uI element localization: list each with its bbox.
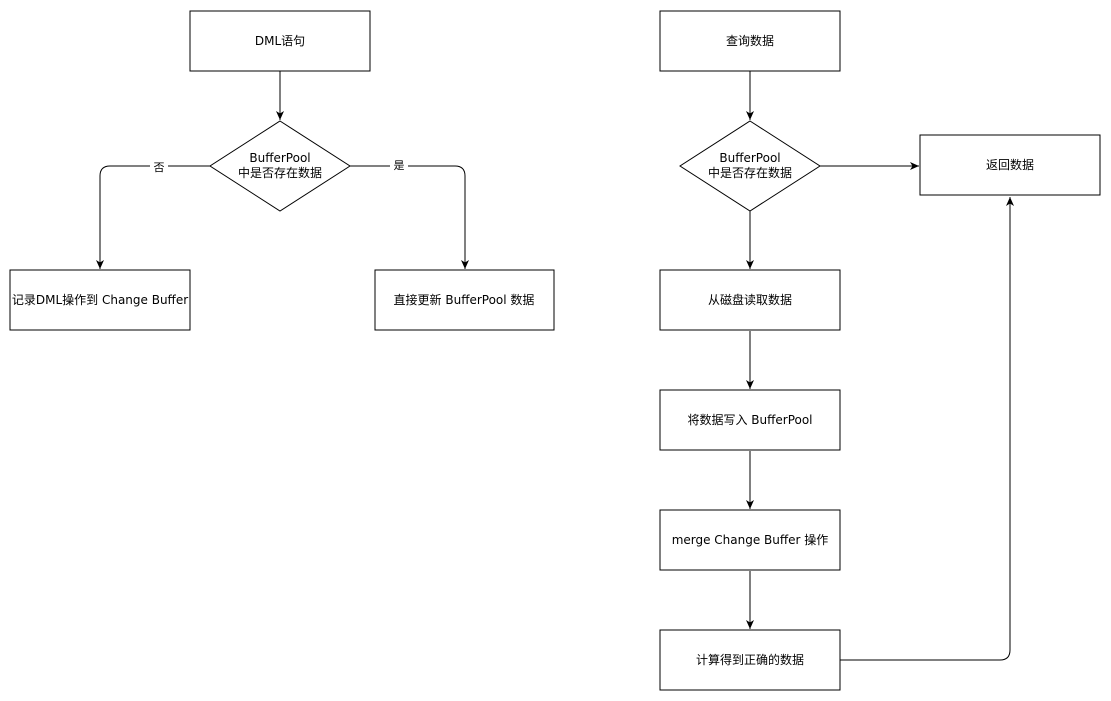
- node-record-change-buffer-label: 记录DML操作到 Change Buffer: [12, 292, 188, 307]
- node-read-disk-label: 从磁盘读取数据: [708, 292, 792, 307]
- node-query-data-label: 查询数据: [726, 33, 774, 48]
- node-update-bufferpool: 直接更新 BufferPool 数据: [374, 269, 555, 331]
- node-merge-change-buffer: merge Change Buffer 操作: [659, 509, 841, 571]
- node-return-data: 返回数据: [919, 134, 1101, 196]
- no-label-bg: [150, 158, 168, 174]
- node-left-decision-line1: BufferPool: [249, 151, 310, 165]
- node-right-decision: BufferPool 中是否存在数据: [679, 120, 821, 212]
- edge-decision-yes: [350, 165, 469, 269]
- node-return-data-label: 返回数据: [986, 157, 1034, 172]
- node-dml-statement-label: DML语句: [255, 34, 305, 48]
- node-record-change-buffer: 记录DML操作到 Change Buffer: [9, 269, 191, 331]
- node-dml-statement: DML语句: [189, 10, 371, 72]
- edge-label-yes: 是: [394, 159, 405, 172]
- node-merge-change-buffer-label: merge Change Buffer 操作: [672, 532, 829, 547]
- node-query-data: 查询数据: [659, 10, 841, 72]
- node-read-disk: 从磁盘读取数据: [659, 269, 841, 331]
- node-left-decision-line2: 中是否存在数据: [238, 165, 322, 180]
- yes-label-bg: [390, 158, 408, 174]
- node-write-bufferpool: 将数据写入 BufferPool: [659, 389, 841, 451]
- edge-label-no: 否: [154, 161, 165, 174]
- node-update-bufferpool-label: 直接更新 BufferPool 数据: [394, 292, 535, 307]
- edge-compute-to-return: [840, 197, 1014, 661]
- node-left-decision: BufferPool 中是否存在数据: [209, 120, 351, 212]
- node-right-decision-line2: 中是否存在数据: [708, 165, 792, 180]
- edge-decision-no: [96, 165, 210, 269]
- node-compute-correct-data: 计算得到正确的数据: [659, 629, 841, 691]
- node-write-bufferpool-label: 将数据写入 BufferPool: [687, 412, 812, 427]
- node-right-decision-line1: BufferPool: [719, 151, 780, 165]
- node-compute-correct-data-label: 计算得到正确的数据: [696, 652, 804, 667]
